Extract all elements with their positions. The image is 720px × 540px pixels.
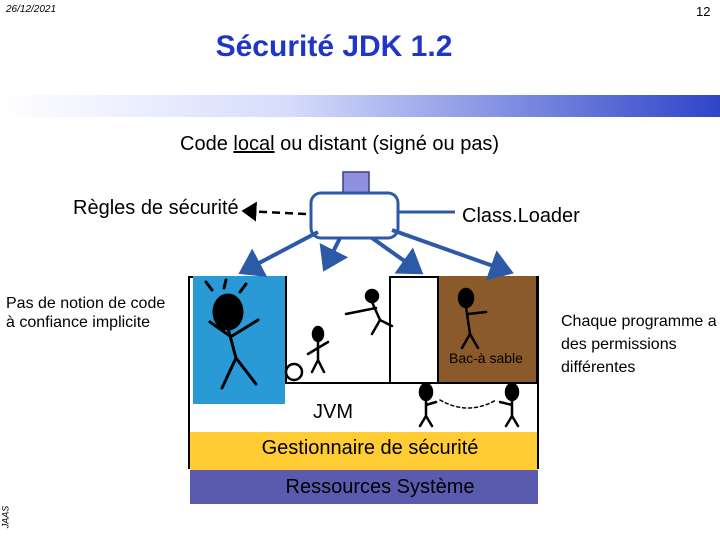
trust-note: Pas de notion de code à confiance implic…: [6, 295, 166, 331]
arrow-to-sandbox: [370, 236, 424, 275]
arrow-to-sandbox-right: [391, 228, 514, 281]
communicating-figures-illustration: [418, 382, 520, 428]
untrusted-code-panel: [193, 276, 285, 404]
jaas-side-label: JAAS: [0, 505, 11, 529]
classloader-label: Class.Loader: [462, 205, 580, 227]
code-source-prefix: Code: [180, 133, 234, 155]
security-manager-label: Gestionnaire de sécurité: [261, 437, 479, 459]
rules-dashed-arrow: [241, 201, 307, 222]
code-source-local: local: [233, 133, 275, 155]
code-source-suffix: ou distant (signé ou pas): [274, 133, 500, 155]
security-manager-bar: [190, 432, 537, 470]
local-code-figures-illustration: [284, 288, 394, 382]
system-resources-label: Ressources Système: [285, 476, 475, 498]
sandbox-panel: [437, 276, 538, 384]
slide-date: 26/12/2021: [6, 4, 57, 15]
code-source-label: Code local ou distant (signé ou pas): [180, 133, 499, 156]
sandbox-label: Bac-à sable: [449, 350, 523, 366]
page-number: 12: [696, 4, 711, 19]
sandbox-divider: [285, 382, 538, 384]
classloader-box: [309, 191, 400, 240]
security-rules-label: Règles de sécurité: [73, 197, 239, 219]
system-resources-bar: [190, 470, 538, 504]
arrow-to-untrusted: [238, 230, 319, 277]
panicking-figure-illustration: [204, 278, 260, 390]
permissions-note: Chaque programme a des permissions diffé…: [561, 313, 717, 376]
jvm-label: JVM: [313, 401, 353, 423]
sandbox-figure-illustration: [457, 287, 488, 350]
arrow-to-local: [319, 237, 349, 272]
title-gradient-bar: [0, 95, 720, 117]
slide-title: Sécurité JDK 1.2: [215, 30, 453, 63]
